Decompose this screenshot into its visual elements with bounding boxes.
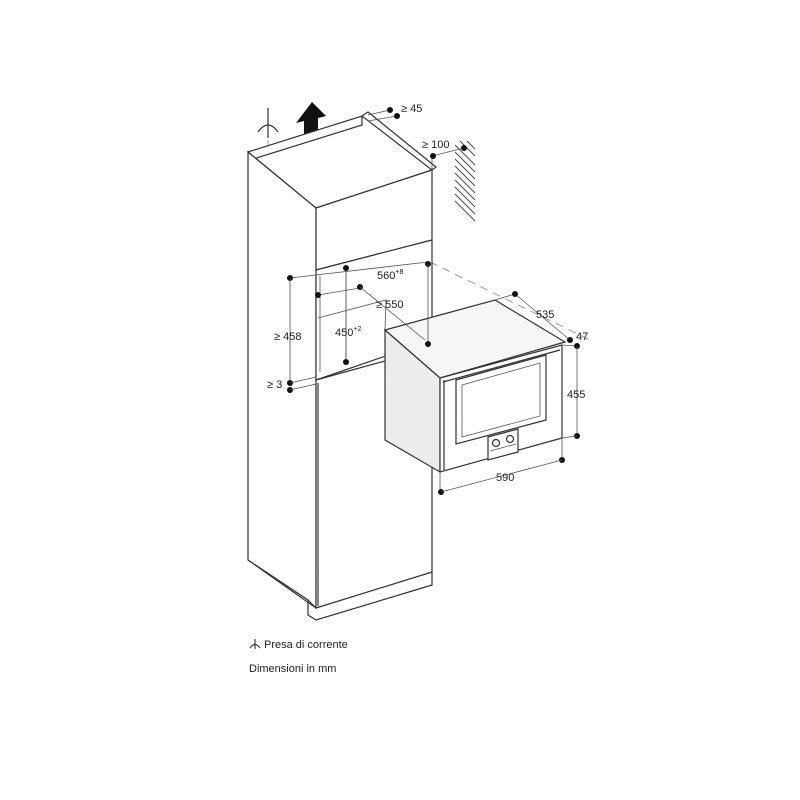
legend-units: Dimensioni in mm bbox=[249, 663, 336, 675]
dim-appliance-width: 590 bbox=[496, 472, 514, 484]
dim-front-depth: 47 bbox=[576, 331, 588, 343]
up-arrow-icon bbox=[296, 102, 326, 138]
dim-gap-bottom: ≥ 3 bbox=[267, 379, 282, 391]
dim-niche-width: 560+8 bbox=[377, 269, 403, 282]
plinth bbox=[247, 559, 433, 621]
dim-niche-height: 450+2 bbox=[335, 326, 361, 339]
dimension-lines bbox=[287, 107, 580, 495]
legend-socket: Presa di corrente bbox=[249, 639, 348, 651]
socket-symbol-top bbox=[257, 108, 279, 138]
power-socket-icon bbox=[249, 639, 261, 649]
wall-hatch bbox=[454, 140, 476, 222]
dim-niche-depth: ≥ 550 bbox=[376, 299, 403, 311]
appliance bbox=[383, 299, 567, 474]
dim-top-clearance: ≥ 45 bbox=[401, 103, 422, 115]
knob-left bbox=[491, 438, 501, 448]
dim-niche-height-min: ≥ 458 bbox=[274, 331, 301, 343]
legend-units-label: Dimensioni in mm bbox=[249, 663, 337, 675]
knob-right bbox=[505, 434, 515, 444]
dim-appliance-depth: 535 bbox=[536, 309, 554, 321]
dim-appliance-height: 455 bbox=[567, 389, 585, 401]
legend-socket-label: Presa di corrente bbox=[264, 639, 348, 651]
oven-window bbox=[455, 354, 547, 445]
dim-wall-clearance: ≥ 100 bbox=[422, 139, 449, 151]
